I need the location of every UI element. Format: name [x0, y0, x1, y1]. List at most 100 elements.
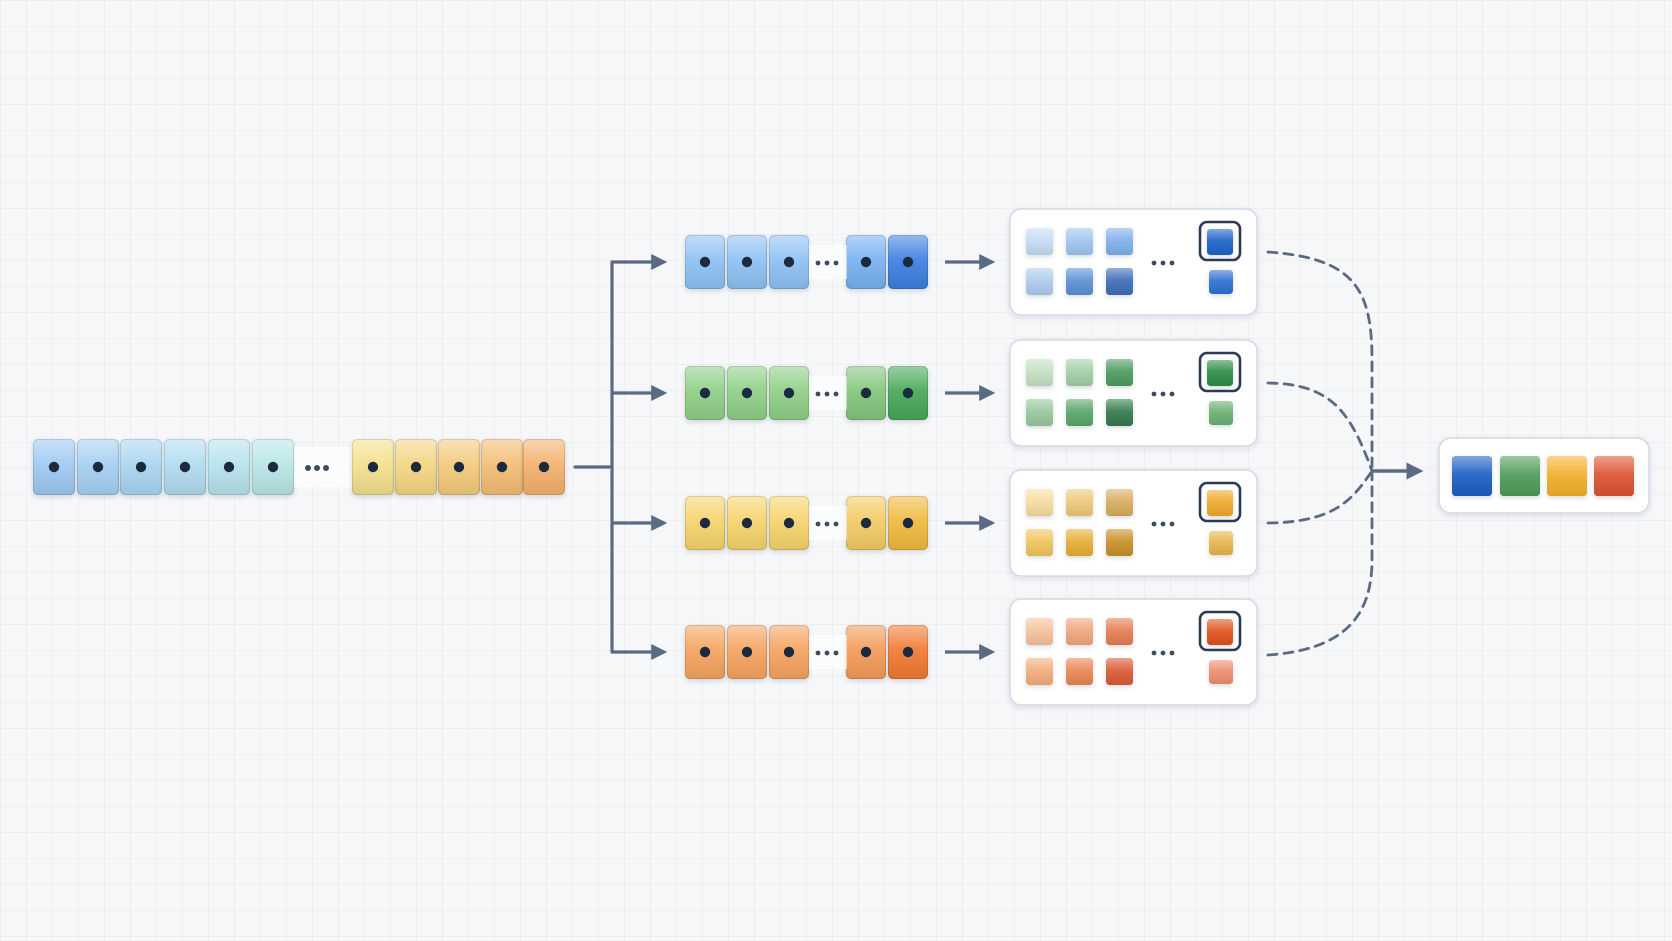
input-token-10: [523, 439, 565, 495]
output-cell-0-gloss: [1452, 456, 1492, 496]
merge-path-2: [1266, 469, 1374, 525]
branch-yellow-cell-0-1: [1066, 489, 1093, 516]
branch-green-token-4-dot: [902, 387, 914, 399]
branch-yellow-token-4-edge: [888, 496, 928, 550]
input-token-0-edge: [33, 439, 75, 495]
output-cell-2: [1547, 456, 1587, 496]
branch-green-cell-1-0: [1026, 399, 1053, 426]
input-token-6: [352, 439, 394, 495]
input-ellipsis: [305, 465, 329, 471]
branch-blue-cell-1-1: [1066, 268, 1093, 295]
branch-yellow-ellipsis-dot-1: [824, 521, 830, 527]
output-card: [1438, 437, 1650, 514]
input-token-10-edge: [523, 439, 565, 495]
branch-yellow-token-4-dot: [902, 517, 914, 529]
branch-orange-card-ellipsis-dot-0: [1151, 650, 1157, 656]
merge-path-0: [1266, 250, 1374, 473]
branch-green-selected-cell: [1207, 360, 1233, 386]
branch-yellow-cell-0-0-gloss: [1026, 489, 1053, 516]
branch-orange-selected-cell: [1207, 619, 1233, 645]
branch-yellow-ellipsis-dot-0: [815, 521, 821, 527]
branch-orange-token-3-dot: [860, 646, 872, 658]
branch-green-card-ellipsis-dot-0: [1151, 391, 1157, 397]
branch-green-token-0: [685, 366, 725, 420]
input-ellipsis-dot-2: [323, 465, 329, 471]
input-token-5-dot: [267, 461, 279, 473]
branch-yellow-sub-cell: [1209, 531, 1233, 555]
branch-yellow-sub-cell-gloss: [1209, 531, 1233, 555]
input-token-4: [208, 439, 250, 495]
branch-orange-token-0-dot: [699, 646, 711, 658]
branch-green-token-3-dot: [860, 387, 872, 399]
branch-green-selected-cell-gloss: [1207, 360, 1233, 386]
branch-orange-ellipsis: [815, 650, 839, 656]
branch-blue-token-4-edge: [888, 235, 928, 289]
branch-yellow-cell-0-0: [1026, 489, 1053, 516]
input-token-10-dot: [538, 461, 550, 473]
input-token-8-edge: [438, 439, 480, 495]
merge-path-3: [1266, 469, 1374, 657]
branch-yellow-selected-cell: [1207, 490, 1233, 516]
branch-blue-token-1-dot: [741, 256, 753, 268]
branch-yellow-cell-1-1-gloss: [1066, 529, 1093, 556]
branch-yellow-card-ellipsis-dot-0: [1151, 521, 1157, 527]
branch-yellow-cell-1-2-gloss: [1106, 529, 1133, 556]
branch-orange-cell-0-1: [1066, 618, 1093, 645]
branch-orange-cell-0-0: [1026, 618, 1053, 645]
branch-green-token-2-dot: [783, 387, 795, 399]
branch-blue-sub-cell-gloss: [1209, 270, 1233, 294]
input-token-5: [252, 439, 294, 495]
input-token-3: [164, 439, 206, 495]
input-token-7-edge: [395, 439, 437, 495]
branch-orange-token-2: [769, 625, 809, 679]
branch-blue-token-3-dot: [860, 256, 872, 268]
branch-green-ellipsis: [815, 391, 839, 397]
branch-orange-cell-1-0: [1026, 658, 1053, 685]
input-token-1-edge: [77, 439, 119, 495]
branch-blue-cell-1-0-gloss: [1026, 268, 1053, 295]
branch-yellow-selected-cell-gloss: [1207, 490, 1233, 516]
input-ellipsis-dot-0: [305, 465, 311, 471]
branch-green-token-0-edge: [685, 366, 725, 420]
input-token-4-edge: [208, 439, 250, 495]
branch-green-token-2: [769, 366, 809, 420]
branch-blue-cell-0-1-gloss: [1066, 228, 1093, 255]
branch-green-cell-0-1-gloss: [1066, 359, 1093, 386]
input-token-9-edge: [481, 439, 523, 495]
input-token-7-dot: [410, 461, 422, 473]
branch-yellow-token-2-dot: [783, 517, 795, 529]
branch-yellow-cell-1-0: [1026, 529, 1053, 556]
connectors-layer: [573, 254, 668, 660]
branch-orange-sub-cell: [1209, 660, 1233, 684]
branch-blue-cell-1-2-gloss: [1106, 268, 1133, 295]
branch-yellow-token-4: [888, 496, 928, 550]
branch-blue-token-4-dot: [902, 256, 914, 268]
input-token-4-dot: [223, 461, 235, 473]
branch-blue-token-3: [846, 235, 886, 289]
branch-orange-token-0: [685, 625, 725, 679]
branch-orange-selected-cell-gloss: [1207, 619, 1233, 645]
branch-yellow-token-3-dot: [860, 517, 872, 529]
branch-orange-token-0-edge: [685, 625, 725, 679]
branch-blue-cell-1-0: [1026, 268, 1053, 295]
branch-yellow-ellipsis: [815, 521, 839, 527]
branch-blue-ellipsis-dot-0: [815, 260, 821, 266]
branch-blue-selected-cell: [1207, 229, 1233, 255]
branch-blue-ellipsis-dot-2: [833, 260, 839, 266]
input-token-0-dot: [48, 461, 60, 473]
branch-orange-ellipsis-dot-1: [824, 650, 830, 656]
branch-green: [685, 339, 1258, 447]
branch-blue-cell-0-0-gloss: [1026, 228, 1053, 255]
branch-blue-token-1-edge: [727, 235, 767, 289]
branch-blue-cell-1-2: [1106, 268, 1133, 295]
input-token-3-dot: [179, 461, 191, 473]
branch-yellow-token-2-edge: [769, 496, 809, 550]
branch-green-cell-0-2-gloss: [1106, 359, 1133, 386]
branch-orange-cell-1-1: [1066, 658, 1093, 685]
branch-green-cell-1-2: [1106, 399, 1133, 426]
branch-orange-token-1-dot: [741, 646, 753, 658]
branch-blue-ellipsis-dot-1: [824, 260, 830, 266]
output-cell-2-gloss: [1547, 456, 1587, 496]
branch-yellow-cell-1-2: [1106, 529, 1133, 556]
branches: [685, 208, 1258, 706]
